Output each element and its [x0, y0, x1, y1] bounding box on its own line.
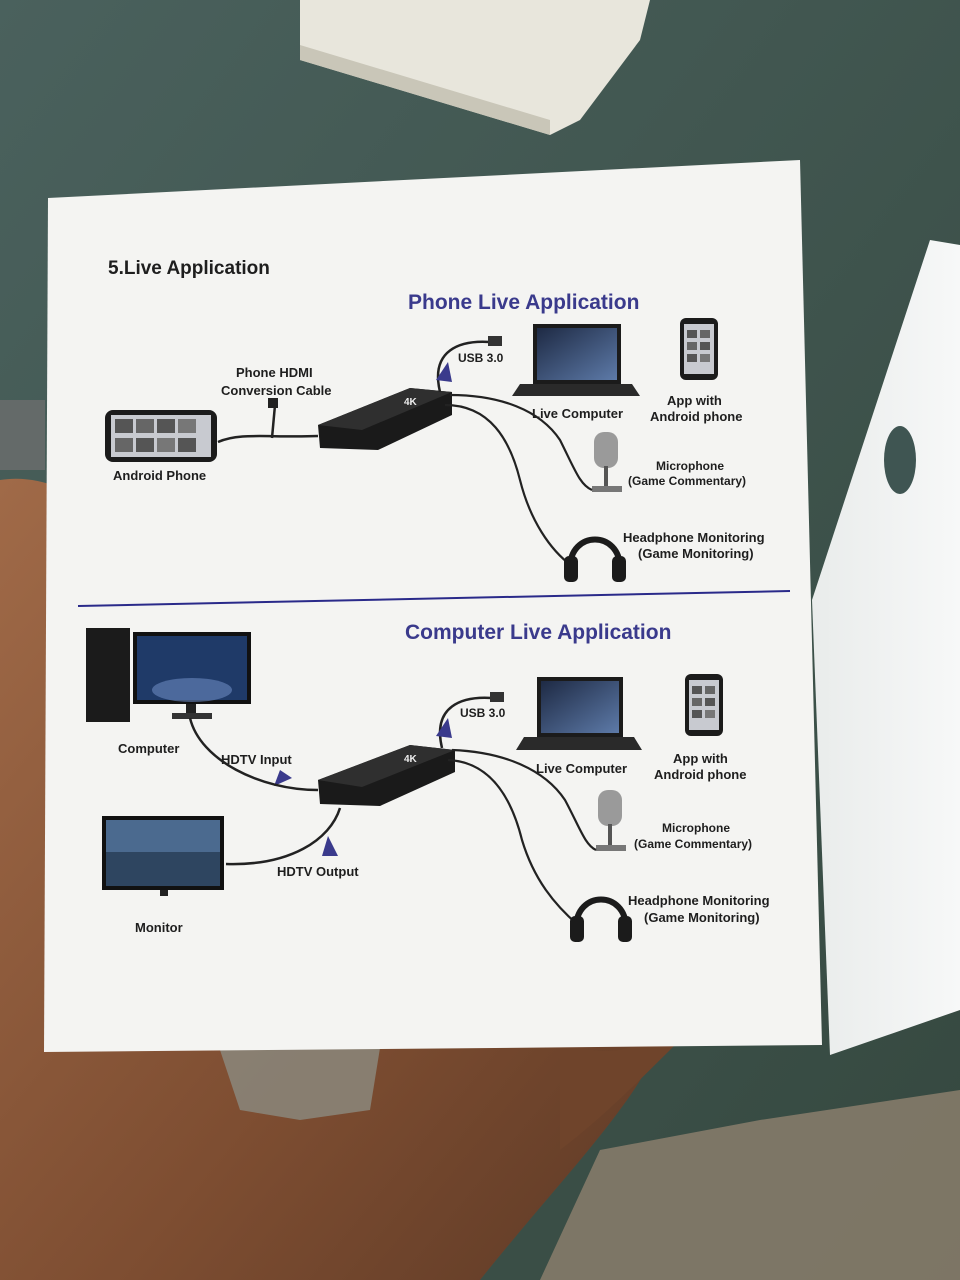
panel-divider — [77, 590, 791, 607]
microphone-icon — [596, 790, 626, 851]
desktop-computer-icon — [86, 628, 251, 722]
ring — [220, 1048, 380, 1120]
headphone-label-line1: Headphone Monitoring — [623, 530, 765, 545]
cable-label-line1: Phone HDMI — [236, 365, 313, 380]
headphone-label-line2-bottom: (Game Monitoring) — [644, 910, 760, 925]
app-label-line1-bottom: App with — [673, 751, 728, 766]
laptop-icon — [516, 677, 642, 750]
headphone-label-line2: (Game Monitoring) — [638, 546, 754, 561]
microphone-icon — [592, 432, 622, 492]
mic-label-line2: (Game Commentary) — [628, 474, 746, 488]
app-label-line2-bottom: Android phone — [654, 767, 746, 782]
usb-connector — [490, 692, 504, 702]
carpet — [540, 1090, 960, 1280]
audio-cables — [444, 393, 593, 567]
cable — [0, 400, 45, 470]
hdtv-input-label: HDTV Input — [221, 752, 292, 767]
computer-panel-title: Computer Live Application — [405, 621, 671, 644]
audio-cables — [447, 748, 597, 926]
capture-card-icon: 4K — [318, 745, 455, 806]
app-label-line2: Android phone — [650, 409, 742, 424]
laptop-icon — [512, 324, 640, 396]
live-computer-label: Live Computer — [532, 406, 623, 421]
smartphone-icon — [685, 674, 723, 736]
usb-connector — [488, 336, 502, 346]
cable-label-line2: Conversion Cable — [221, 383, 332, 398]
monitor-icon — [102, 816, 224, 896]
app-label-line1: App with — [667, 393, 722, 408]
arrow-icon — [436, 362, 452, 382]
hdtv-input-cable — [188, 717, 319, 792]
smartphone-icon — [680, 318, 718, 380]
mic-label-line1: Microphone — [656, 459, 724, 473]
capture-card-icon: 4K — [318, 388, 452, 450]
bag-hanger-hole — [884, 426, 916, 494]
phone-panel-title: Phone Live Application — [408, 291, 639, 314]
phone-hdmi-cable — [217, 404, 319, 444]
usb-label: USB 3.0 — [458, 351, 504, 365]
headphone-label-line1-bottom: Headphone Monitoring — [628, 893, 770, 908]
headphone-icon — [564, 536, 626, 582]
monitor-label: Monitor — [135, 920, 183, 935]
box-shadow-edge — [300, 45, 550, 135]
plastic-bag — [812, 240, 960, 1055]
instruction-paper — [44, 160, 822, 1052]
arrow-icon — [322, 836, 338, 856]
live-computer-label-bottom: Live Computer — [536, 761, 627, 776]
usb-plug — [268, 398, 278, 408]
arrow-icon — [436, 718, 452, 738]
hdtv-output-label: HDTV Output — [277, 864, 359, 879]
headphone-icon — [570, 896, 632, 942]
android-phone-label: Android Phone — [113, 468, 206, 483]
svg-text:4K: 4K — [404, 397, 418, 408]
arrow-icon — [274, 770, 292, 786]
android-phone-icon — [105, 410, 217, 462]
computer-label: Computer — [118, 741, 179, 756]
thumb — [560, 1030, 680, 1150]
mic-label-line1-bottom: Microphone — [662, 821, 730, 835]
svg-text:4K: 4K — [404, 754, 418, 765]
usb-label-bottom: USB 3.0 — [460, 706, 506, 720]
mic-label-line2-bottom: (Game Commentary) — [634, 837, 752, 851]
white-box — [300, 0, 650, 135]
hdtv-output-cable — [225, 807, 342, 866]
section-heading: 5.Live Application — [108, 258, 270, 279]
